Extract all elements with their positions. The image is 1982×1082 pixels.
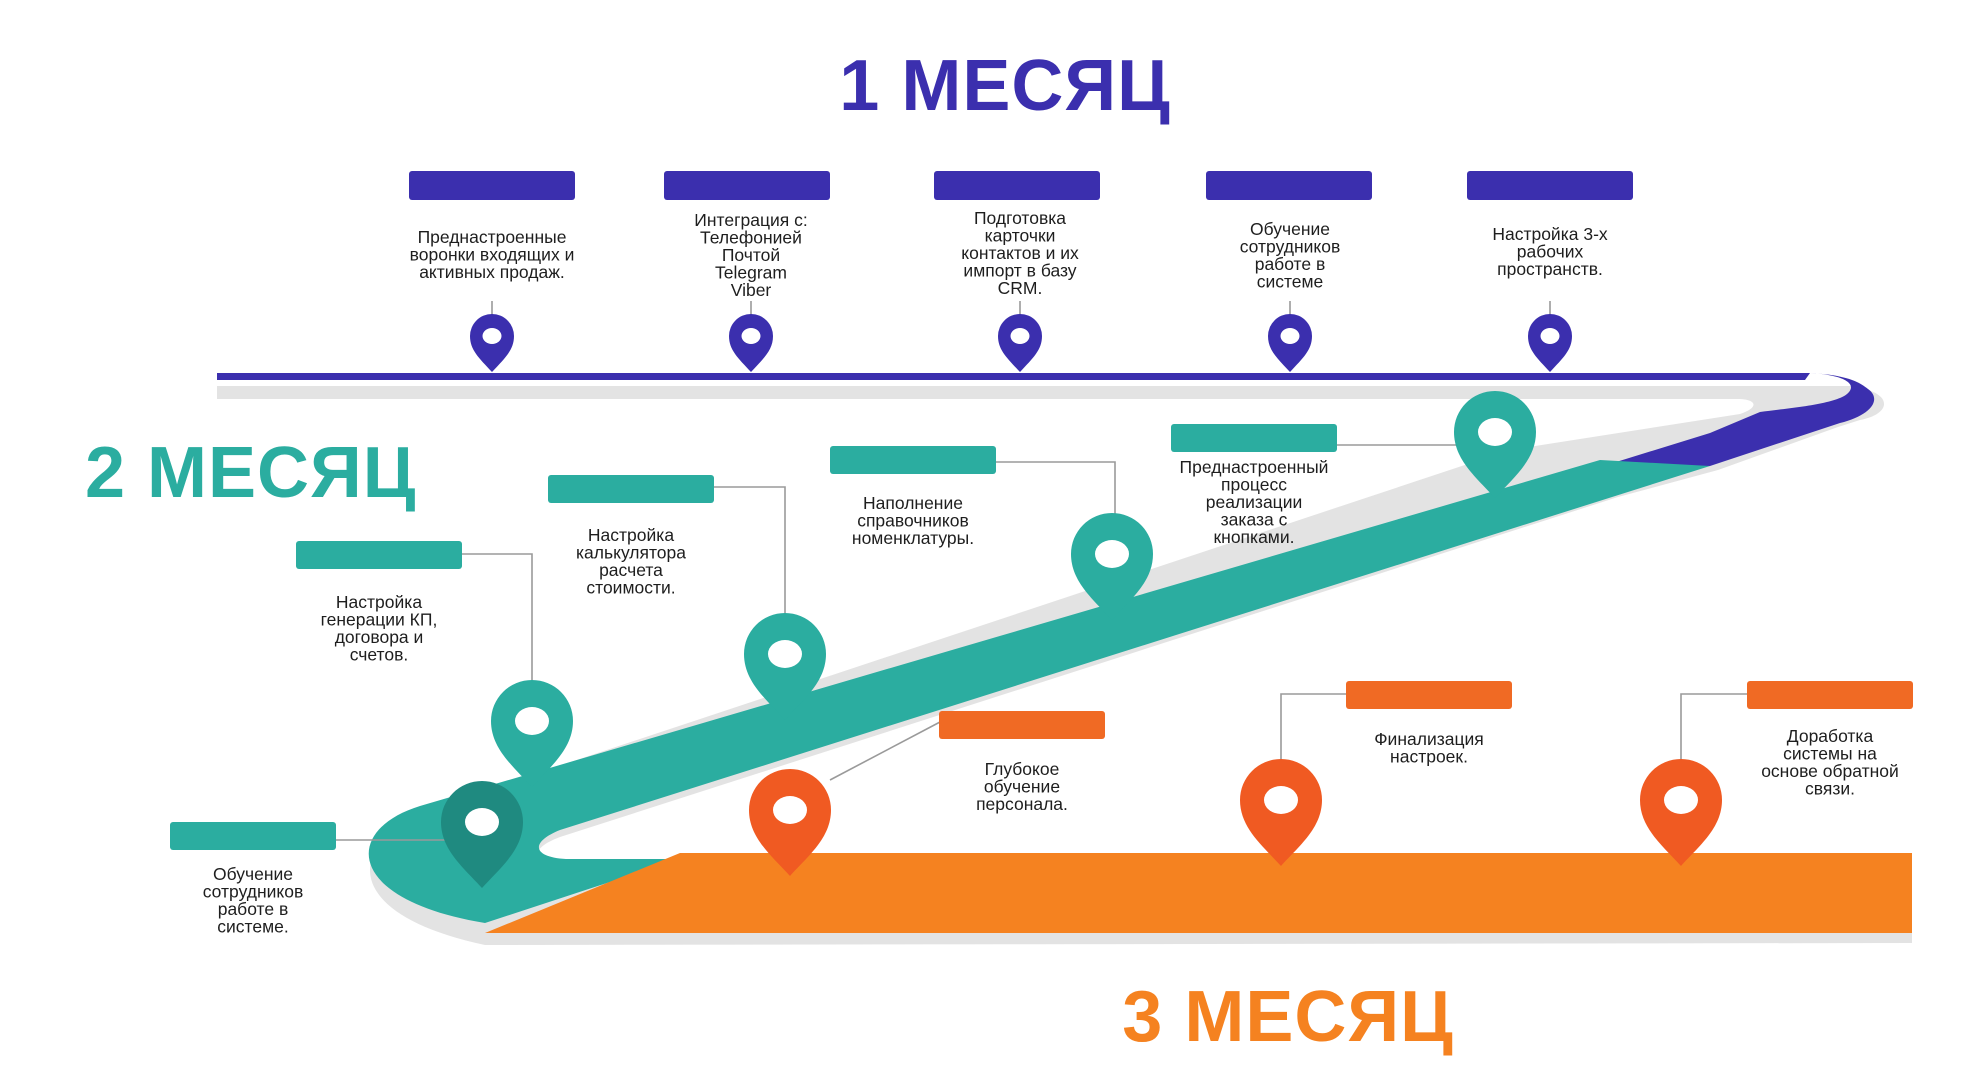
month-2-label-boxes bbox=[170, 424, 1337, 850]
milestone-text-line: кнопками. bbox=[1214, 527, 1295, 547]
milestone-text-line: счетов. bbox=[350, 645, 409, 665]
map-pin-icon bbox=[998, 314, 1042, 372]
milestone-text-line: Преднастроенный bbox=[1180, 457, 1329, 477]
month-3-label-boxes bbox=[939, 681, 1913, 739]
milestone-text-line: системы на bbox=[1783, 744, 1877, 764]
connector-lines bbox=[336, 301, 1747, 841]
milestone-text-line: договора и bbox=[335, 627, 424, 647]
milestone-text-line: работе в bbox=[1255, 254, 1326, 274]
milestone-text-line: реализации bbox=[1206, 492, 1303, 512]
month-2-title: 2 МЕСЯЦ bbox=[85, 433, 416, 513]
road-month-3 bbox=[485, 853, 1912, 933]
milestone-text-line: CRM. bbox=[998, 278, 1043, 298]
month-3-title: 3 МЕСЯЦ bbox=[1122, 977, 1453, 1057]
milestone-text-line: Интеграция с: bbox=[694, 210, 807, 230]
milestone-text-line: справочников bbox=[857, 511, 969, 531]
milestone-text-line: стоимости. bbox=[586, 578, 675, 598]
milestone-text-line: контактов и их bbox=[961, 243, 1079, 263]
milestone-text-line: сотрудников bbox=[1240, 237, 1341, 257]
milestone-text-line: Обучение bbox=[1250, 219, 1330, 239]
milestone-text-line: пространств. bbox=[1497, 259, 1603, 279]
road-month-1 bbox=[217, 373, 1875, 467]
milestone-text-line: процесс bbox=[1221, 475, 1287, 495]
milestone-text-line: Почтой bbox=[722, 245, 780, 265]
milestone-text-line: заказа с bbox=[1221, 510, 1288, 530]
milestone-text-line: генерации КП, bbox=[321, 610, 438, 630]
milestone-text-line: Наполнение bbox=[863, 493, 963, 513]
month-1-label-boxes bbox=[409, 171, 1633, 200]
milestone-text-line: Глубокое bbox=[985, 759, 1060, 779]
milestone-text-line: расчета bbox=[599, 560, 663, 580]
month-1-title: 1 МЕСЯЦ bbox=[839, 46, 1170, 126]
map-pin-icon bbox=[729, 314, 773, 372]
milestone-text-line: настроек. bbox=[1390, 747, 1468, 767]
milestone-text-line: Финализация bbox=[1374, 729, 1484, 749]
milestone-text-line: калькулятора bbox=[576, 543, 686, 563]
milestone-text-line: основе обратной bbox=[1761, 761, 1899, 781]
milestone-text-line: сотрудников bbox=[203, 882, 304, 902]
milestone-text-line: системе bbox=[1257, 272, 1324, 292]
map-pin-icon bbox=[1528, 314, 1572, 372]
milestone-text-line: связи. bbox=[1805, 779, 1855, 799]
map-pin-icon bbox=[1640, 758, 1722, 866]
milestone-text-line: Доработка bbox=[1787, 726, 1874, 746]
map-pin-icon bbox=[1268, 314, 1312, 372]
milestone-text-line: системе. bbox=[217, 917, 288, 937]
milestone-text-line: Преднастроенные bbox=[418, 227, 567, 247]
milestone-text-line: Telegram bbox=[715, 263, 787, 283]
milestone-text-line: Телефонией bbox=[700, 228, 802, 248]
milestone-text-line: Подготовка bbox=[974, 208, 1066, 228]
milestone-text-line: персонала. bbox=[976, 794, 1068, 814]
milestone-text-line: рабочих bbox=[1517, 242, 1584, 262]
milestone-text-line: Настройка bbox=[588, 525, 674, 545]
milestone-text-line: активных продаж. bbox=[419, 262, 565, 282]
milestone-text-line: Настройка bbox=[336, 592, 422, 612]
milestone-text-line: номенклатуры. bbox=[852, 528, 974, 548]
road-month-2 bbox=[368, 460, 1710, 923]
milestone-text-line: работе в bbox=[218, 899, 289, 919]
milestone-text-line: импорт в базу bbox=[963, 261, 1076, 281]
milestone-text-line: Обучение bbox=[213, 864, 293, 884]
milestone-text-line: Viber bbox=[731, 280, 772, 300]
month-1-pins bbox=[470, 314, 1572, 372]
map-pin-icon bbox=[1240, 758, 1322, 866]
milestone-text-line: воронки входящих и bbox=[410, 245, 575, 265]
milestone-text-line: карточки bbox=[985, 226, 1056, 246]
map-pin-icon bbox=[470, 314, 514, 372]
milestone-text-line: Настройка 3-х bbox=[1492, 224, 1608, 244]
milestone-text-line: обучение bbox=[984, 777, 1060, 797]
